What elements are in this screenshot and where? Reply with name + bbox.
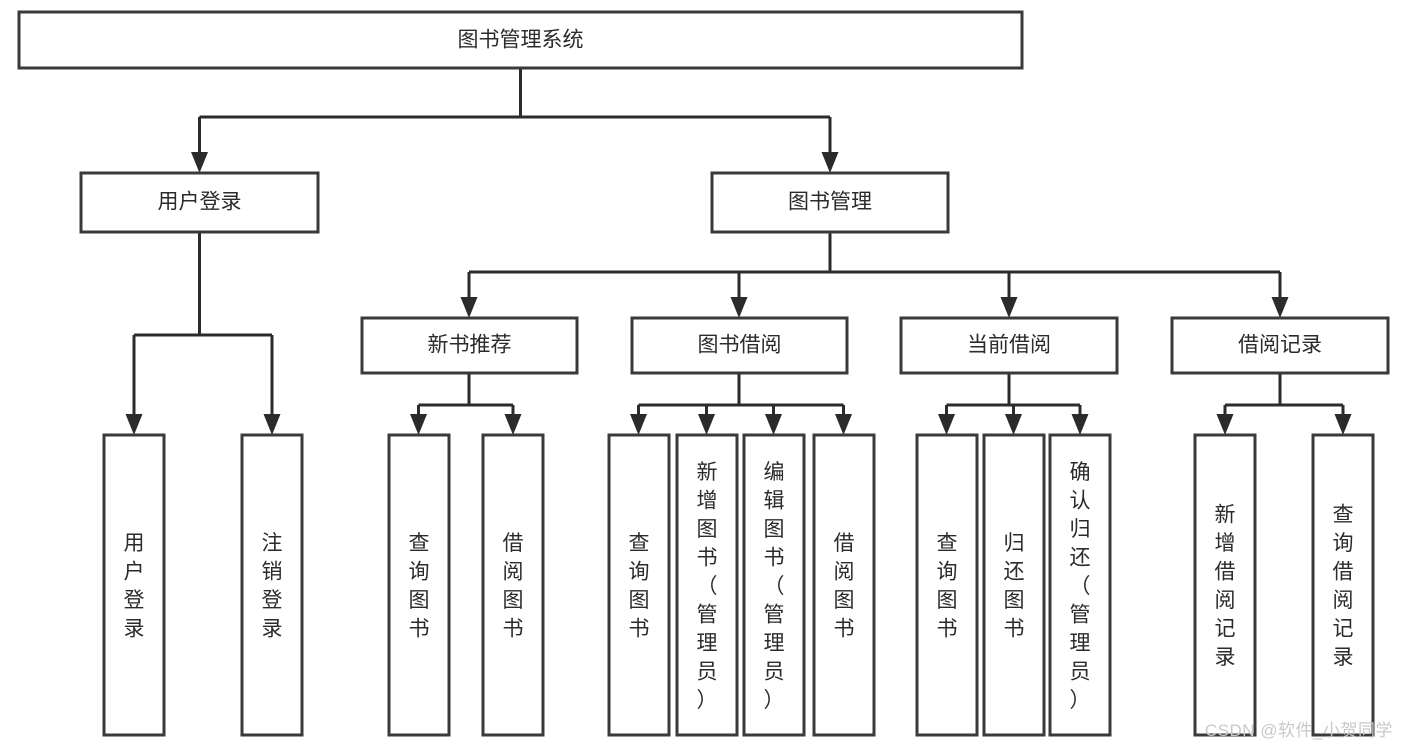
node-book-management-label: 图书管理: [788, 191, 872, 214]
node-leaf-add-book[interactable]: 新增图书（管理员）: [675, 433, 739, 737]
node-leaf-add-book-box[interactable]: [675, 433, 739, 737]
connector-layer: [125, 68, 1352, 435]
node-leaf-query-book-3-label: 查询图书: [937, 532, 958, 641]
node-leaf-user-login-label: 用户登录: [124, 532, 145, 641]
arrowhead-nbr-leaf-1: [410, 414, 427, 435]
arrowhead-bm-current-borrow: [1000, 297, 1018, 318]
node-borrow-record-label: 借阅记录: [1238, 334, 1322, 357]
arrowhead-bm-new-book-recommend: [460, 297, 478, 318]
node-root[interactable]: 图书管理系统: [17, 10, 1024, 70]
node-book-management-box[interactable]: [710, 171, 950, 234]
arrowhead-bb-leaf-3: [765, 414, 782, 435]
node-borrow-record[interactable]: 借阅记录: [1170, 316, 1390, 375]
node-book-borrow[interactable]: 图书借阅: [630, 316, 849, 375]
node-leaf-confirm-return[interactable]: 确认归还（管理员）: [1048, 433, 1112, 737]
node-leaf-user-logout-label: 注销登录: [262, 532, 283, 641]
node-leaf-query-book-2[interactable]: 查询图书: [607, 433, 671, 737]
node-leaf-query-book-1-label: 查询图书: [409, 532, 430, 641]
node-new-book-recommend-box[interactable]: [360, 316, 579, 375]
node-leaf-user-logout[interactable]: 注销登录: [240, 433, 304, 737]
node-leaf-borrow-book-2[interactable]: 借阅图书: [812, 433, 876, 737]
node-root-label: 图书管理系统: [458, 29, 584, 52]
node-leaf-query-record-box[interactable]: [1311, 433, 1375, 737]
node-leaf-query-book-3[interactable]: 查询图书: [915, 433, 979, 737]
node-current-borrow[interactable]: 当前借阅: [899, 316, 1119, 375]
arrowhead-br-leaf-2: [1334, 414, 1352, 435]
node-user-login-label: 用户登录: [158, 191, 242, 214]
node-new-book-recommend[interactable]: 新书推荐: [360, 316, 579, 375]
node-leaf-add-book-label: 新增图书（管理员）: [697, 461, 718, 712]
node-current-borrow-box[interactable]: [899, 316, 1119, 375]
leaf-nodes: 用户登录 注销登录 查询图书 借阅图书 查询图书 新增图书（管理员）: [102, 433, 1375, 737]
node-leaf-confirm-return-box[interactable]: [1048, 433, 1112, 737]
node-leaf-add-record[interactable]: 新增借阅记录: [1193, 433, 1257, 737]
node-leaf-add-record-box[interactable]: [1193, 433, 1257, 737]
arrowhead-bb-leaf-2: [698, 414, 715, 435]
arrowhead-user-login-leaf-2: [263, 414, 281, 435]
node-leaf-borrow-book-1-box[interactable]: [481, 433, 545, 737]
node-leaf-edit-book[interactable]: 编辑图书（管理员）: [742, 433, 806, 737]
node-leaf-query-book-2-label: 查询图书: [629, 532, 650, 641]
arrowhead-cb-leaf-3: [1071, 414, 1089, 435]
node-book-borrow-label: 图书借阅: [698, 334, 782, 357]
node-user-login-box[interactable]: [79, 171, 320, 234]
node-leaf-query-book-1-box[interactable]: [387, 433, 451, 737]
node-user-login[interactable]: 用户登录: [79, 171, 320, 234]
node-leaf-borrow-book-2-label: 借阅图书: [834, 532, 855, 641]
node-leaf-query-book-2-box[interactable]: [607, 433, 671, 737]
node-leaf-query-book-3-box[interactable]: [915, 433, 979, 737]
node-leaf-borrow-book-2-box[interactable]: [812, 433, 876, 737]
node-current-borrow-label: 当前借阅: [967, 334, 1051, 357]
node-leaf-user-login-box[interactable]: [102, 433, 166, 737]
node-new-book-recommend-label: 新书推荐: [428, 334, 512, 357]
arrowhead-user-login-leaf-1: [125, 414, 143, 435]
arrowhead-cb-leaf-2: [1005, 414, 1022, 435]
arrowhead-bb-leaf-4: [835, 414, 852, 435]
node-leaf-edit-book-label: 编辑图书（管理员）: [764, 461, 785, 712]
arrowhead-br-leaf-1: [1216, 414, 1234, 435]
node-book-borrow-box[interactable]: [630, 316, 849, 375]
arrowhead-bm-book-borrow: [730, 297, 748, 318]
arrowhead-nbr-leaf-2: [504, 414, 522, 435]
node-leaf-add-record-label: 新增借阅记录: [1215, 504, 1236, 670]
arrowhead-bb-leaf-1: [630, 414, 647, 435]
node-leaf-return-book-label: 归还图书: [1004, 532, 1025, 641]
node-root-box[interactable]: [17, 10, 1024, 70]
node-leaf-return-book-box[interactable]: [982, 433, 1046, 737]
arrowhead-root-to-user-login: [191, 152, 208, 173]
node-borrow-record-box[interactable]: [1170, 316, 1390, 375]
node-leaf-query-record[interactable]: 查询借阅记录: [1311, 433, 1375, 737]
arrowhead-cb-leaf-1: [938, 414, 955, 435]
node-leaf-query-record-label: 查询借阅记录: [1333, 504, 1354, 670]
node-book-management[interactable]: 图书管理: [710, 171, 950, 234]
node-leaf-user-logout-box[interactable]: [240, 433, 304, 737]
node-leaf-edit-book-box[interactable]: [742, 433, 806, 737]
node-leaf-borrow-book-1[interactable]: 借阅图书: [481, 433, 545, 737]
node-leaf-user-login[interactable]: 用户登录: [102, 433, 166, 737]
node-leaf-borrow-book-1-label: 借阅图书: [503, 532, 524, 641]
node-leaf-return-book[interactable]: 归还图书: [982, 433, 1046, 737]
node-leaf-query-book-1[interactable]: 查询图书: [387, 433, 451, 737]
node-leaf-confirm-return-label: 确认归还（管理员）: [1070, 461, 1091, 712]
arrowhead-bm-borrow-record: [1271, 297, 1289, 318]
arrowhead-root-to-book-management: [821, 152, 839, 173]
